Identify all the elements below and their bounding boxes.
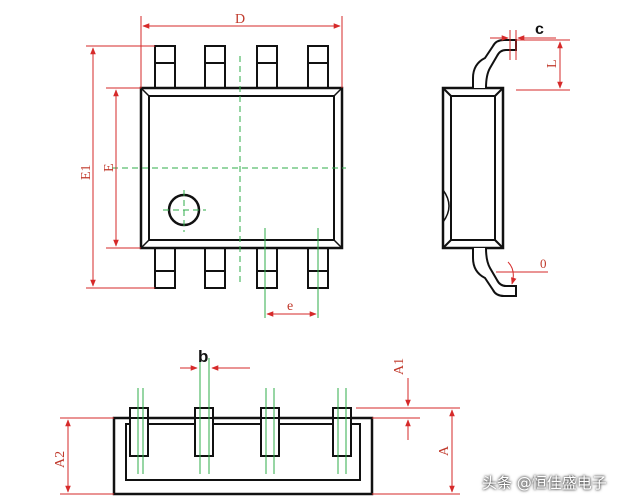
label-E: E: [102, 163, 117, 172]
side-view: [441, 39, 517, 297]
dim-c: [490, 30, 556, 60]
label-e: e: [287, 299, 293, 314]
dim-A: [372, 409, 460, 495]
dim-E1: [86, 45, 155, 289]
label-b: b: [198, 347, 208, 366]
label-A: A: [437, 445, 452, 456]
label-L: L: [545, 59, 560, 68]
label-A2: A2: [53, 451, 68, 468]
dim-theta: [496, 261, 548, 285]
label-A1: A1: [392, 358, 407, 375]
label-theta: 0: [540, 256, 547, 271]
top-view-centerlines: [112, 56, 346, 318]
side-body-inner: [450, 95, 496, 241]
dim-L: [516, 39, 570, 91]
dim-A2: [60, 417, 114, 495]
label-E1: E1: [79, 164, 94, 180]
side-lead-lower: [472, 247, 517, 297]
side-body-outer: [441, 86, 505, 250]
label-c: c: [535, 21, 544, 38]
watermark: 头条 @恒佳盛电子: [482, 474, 607, 492]
dim-A1: [356, 378, 460, 440]
top-pins-upper: [154, 45, 329, 93]
top-pins-lower: [154, 243, 329, 289]
front-view-centerlines: [137, 358, 347, 474]
top-view: [139, 45, 344, 289]
label-D: D: [235, 12, 245, 27]
dim-D: [140, 16, 343, 88]
package-body-outer: [139, 86, 344, 250]
front-body-inner: [125, 423, 361, 481]
front-view: [112, 407, 374, 496]
dim-E: [106, 87, 141, 249]
front-body-outer: [112, 416, 374, 496]
